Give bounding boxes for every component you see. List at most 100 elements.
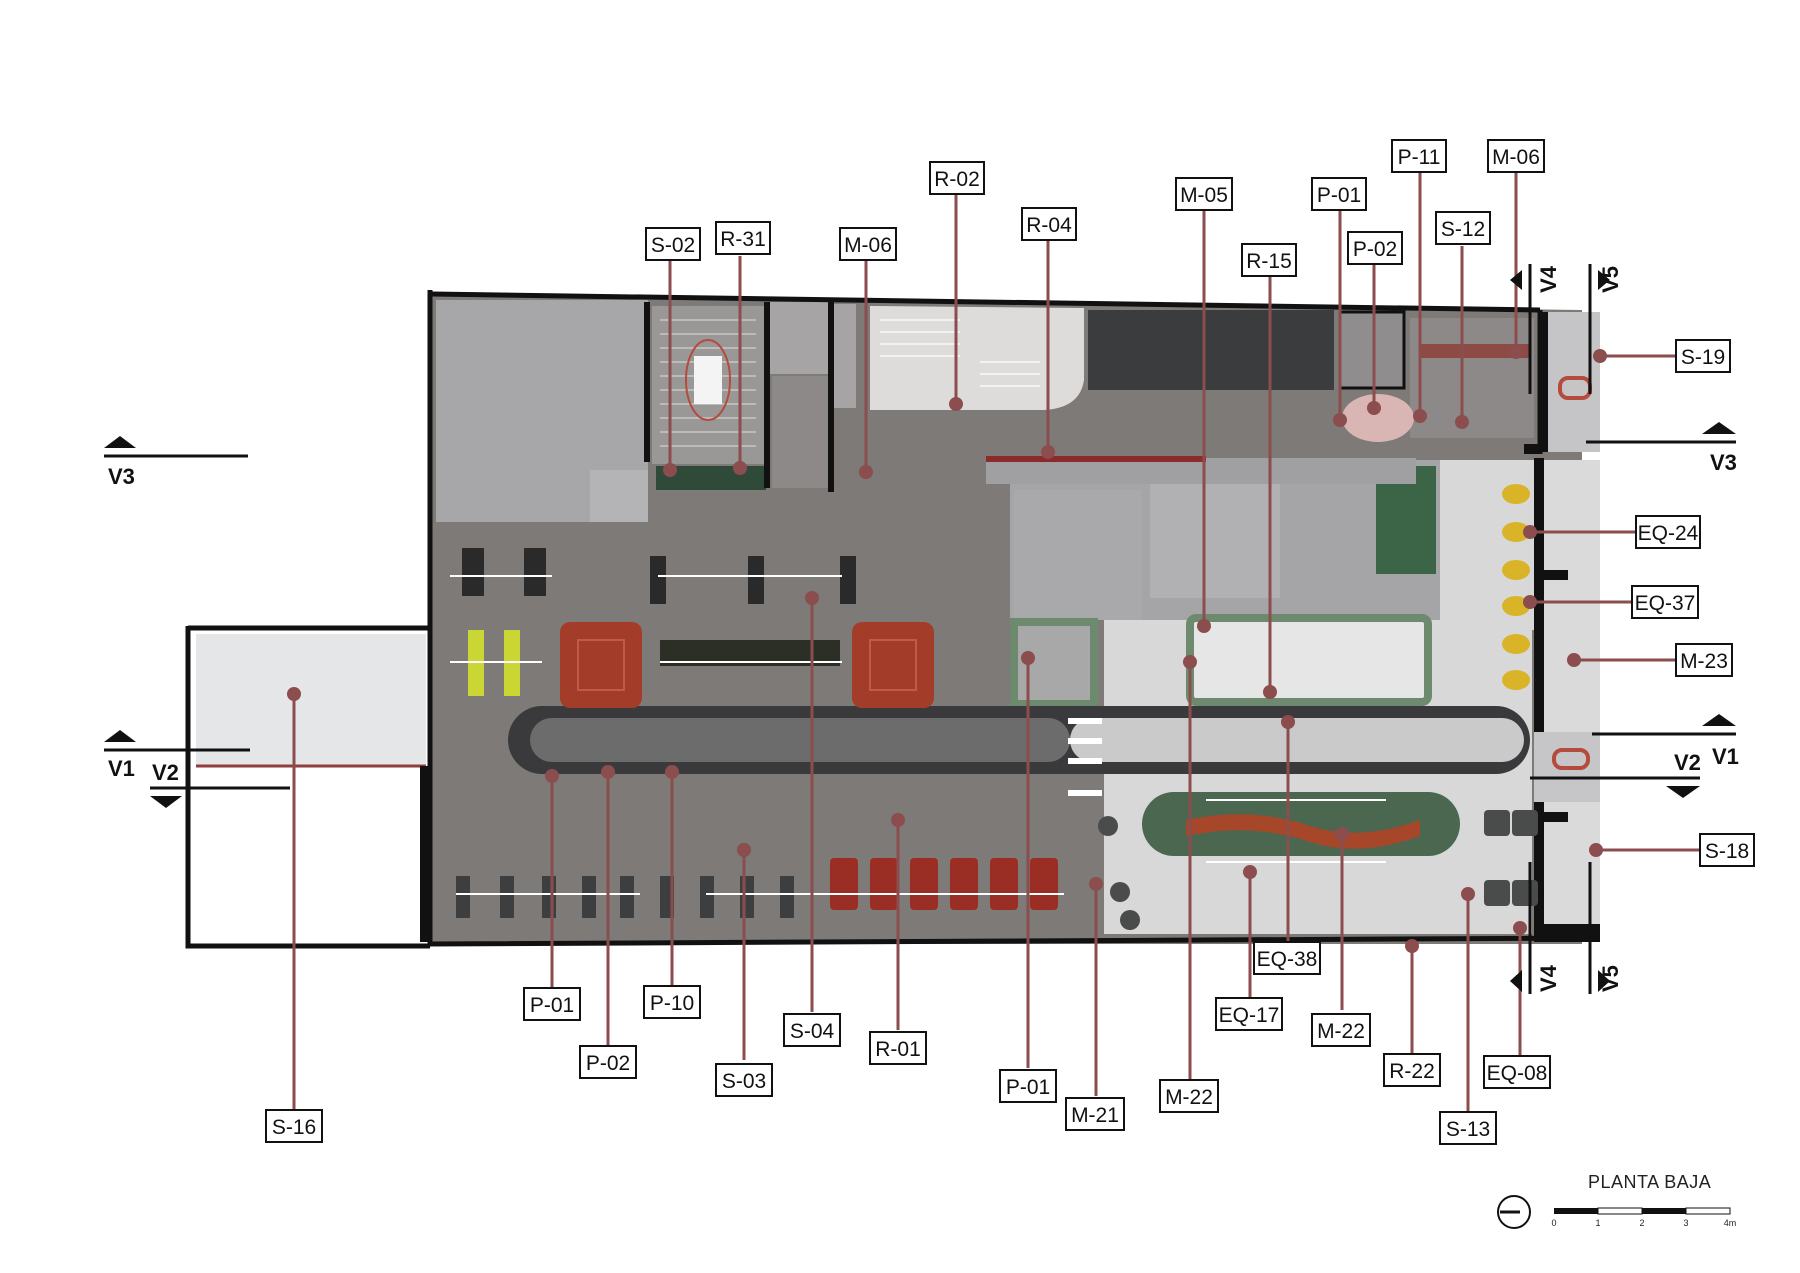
section-v5-bottom: V5 — [1588, 862, 1623, 994]
right-wall — [1534, 458, 1544, 938]
tag-s02: S-02 — [645, 227, 701, 261]
pouf-seats — [1502, 484, 1530, 690]
section-v2-left: V2 — [150, 760, 290, 808]
scale-tick-4: 4m — [1724, 1218, 1737, 1228]
central-room-2 — [1014, 490, 1142, 620]
ramp-symbol-2 — [1552, 748, 1590, 770]
dark-room — [1088, 310, 1334, 390]
tag-p11: P-11 — [1391, 139, 1447, 173]
tag-r04: R-04 — [1021, 207, 1077, 241]
tag-s04: S-04 — [783, 1013, 841, 1047]
walkway-crossing — [1068, 718, 1102, 796]
section-v1-right: V1 — [1592, 714, 1739, 769]
tag-s03-text: S-03 — [722, 1070, 766, 1093]
section-v5-top-label: V5 — [1598, 266, 1623, 293]
section-v3-right: V3 — [1586, 422, 1737, 475]
tag-m21: M-21 — [1065, 1097, 1125, 1131]
section-v1-left-label: V1 — [108, 756, 135, 781]
top-right-lounge — [1410, 318, 1534, 438]
tag-eq37-text: EQ-37 — [1635, 592, 1696, 615]
tag-r02-text: R-02 — [934, 168, 980, 191]
small-office — [1338, 310, 1406, 390]
tag-s02-text: S-02 — [651, 234, 695, 257]
service-block-inner — [590, 470, 648, 522]
tag-p11-text: P-11 — [1398, 146, 1441, 169]
bar-counter — [1186, 614, 1432, 706]
inner-wall-5 — [1540, 570, 1568, 580]
wall-right-top — [1540, 312, 1548, 452]
scale-tick-0: 0 — [1551, 1218, 1556, 1228]
bar-top — [986, 458, 1416, 484]
tag-s12-text: S-12 — [1441, 218, 1485, 241]
reception-counter — [870, 306, 1084, 410]
elevator-shaft — [770, 302, 828, 374]
tag-eq24-text: EQ-24 — [1638, 522, 1699, 545]
tag-s16: S-16 — [265, 1109, 323, 1143]
reception-stairs — [880, 319, 1040, 387]
meeting-rug — [685, 339, 731, 421]
scale-tick-2: 2 — [1639, 1218, 1644, 1228]
central-room-1 — [1150, 480, 1280, 598]
section-v1-right-label: V1 — [1712, 744, 1739, 769]
corridor-strip — [772, 376, 828, 488]
floor-plan — [185, 290, 1601, 949]
right-strip — [1548, 312, 1600, 452]
tag-r15-text: R-15 — [1246, 250, 1292, 273]
tag-eq08: EQ-08 — [1483, 1055, 1551, 1089]
section-v3-right-label: V3 — [1710, 450, 1737, 475]
tag-s13: S-13 — [1439, 1111, 1497, 1145]
inner-wall-6 — [1540, 812, 1568, 822]
tag-eq17-text: EQ-17 — [1219, 1004, 1280, 1027]
tag-s19-text: S-19 — [1681, 346, 1725, 369]
tag-m06a-text: M-06 — [844, 234, 892, 257]
tag-p01b: P-01 — [523, 987, 581, 1021]
tag-r02: R-02 — [929, 161, 985, 195]
tag-p10-text: P-10 — [650, 992, 694, 1015]
tag-m23: M-23 — [1675, 643, 1733, 677]
title-block: PLANTA BAJA 0 1 2 3 4m — [1497, 1172, 1737, 1229]
tag-r01-text: R-01 — [875, 1038, 921, 1061]
tag-p01c-text: P-01 — [1006, 1076, 1050, 1099]
section-v1-left: V1 — [104, 730, 250, 781]
inner-wall-3 — [828, 302, 834, 492]
outer-walls — [185, 290, 1601, 949]
tag-eq38-text: EQ-38 — [1257, 948, 1318, 971]
tag-r31: R-31 — [715, 221, 771, 255]
tag-s19: S-19 — [1675, 339, 1731, 373]
treadmills — [830, 858, 1058, 910]
tag-s16-text: S-16 — [272, 1116, 316, 1139]
tag-m06b-text: M-06 — [1492, 146, 1540, 169]
scale-bar: 0 1 2 3 4m — [1551, 1207, 1737, 1228]
inner-wall-1 — [644, 302, 650, 462]
tag-r31-text: R-31 — [720, 228, 766, 251]
tag-eq24: EQ-24 — [1635, 515, 1701, 549]
north-arrow-icon — [1497, 1195, 1531, 1229]
lounge-area — [196, 634, 426, 766]
walkway-inner-dark — [530, 718, 1070, 762]
tag-p02a: P-02 — [1347, 231, 1403, 265]
tag-m05-text: M-05 — [1180, 184, 1228, 207]
bar-red-strip — [986, 456, 1206, 462]
tag-eq38: EQ-38 — [1253, 941, 1321, 975]
tag-m22b: M-22 — [1311, 1013, 1371, 1047]
tag-m22a: M-22 — [1159, 1079, 1219, 1113]
tag-r04-text: R-04 — [1026, 214, 1072, 237]
tag-s12: S-12 — [1435, 211, 1491, 245]
tag-s18-text: S-18 — [1705, 840, 1749, 863]
tag-eq37: EQ-37 — [1631, 585, 1699, 619]
tag-m06a: M-06 — [839, 227, 897, 261]
section-v4-bottom: V4 — [1510, 862, 1561, 994]
tag-s18: S-18 — [1699, 833, 1755, 867]
tag-m22a-text: M-22 — [1165, 1086, 1213, 1109]
lounge-wave — [1186, 814, 1420, 849]
meeting-table — [694, 356, 722, 404]
section-v2-left-label: V2 — [152, 760, 179, 785]
tag-p01b-text: P-01 — [530, 994, 574, 1017]
tag-s04-text: S-04 — [790, 1020, 835, 1043]
section-v2-right: V2 — [1530, 750, 1701, 798]
walkway-inner-light — [1070, 718, 1524, 762]
section-v5-bottom-label: V5 — [1598, 965, 1623, 992]
tag-p01a: P-01 — [1311, 177, 1367, 211]
tag-r22: R-22 — [1383, 1053, 1441, 1087]
